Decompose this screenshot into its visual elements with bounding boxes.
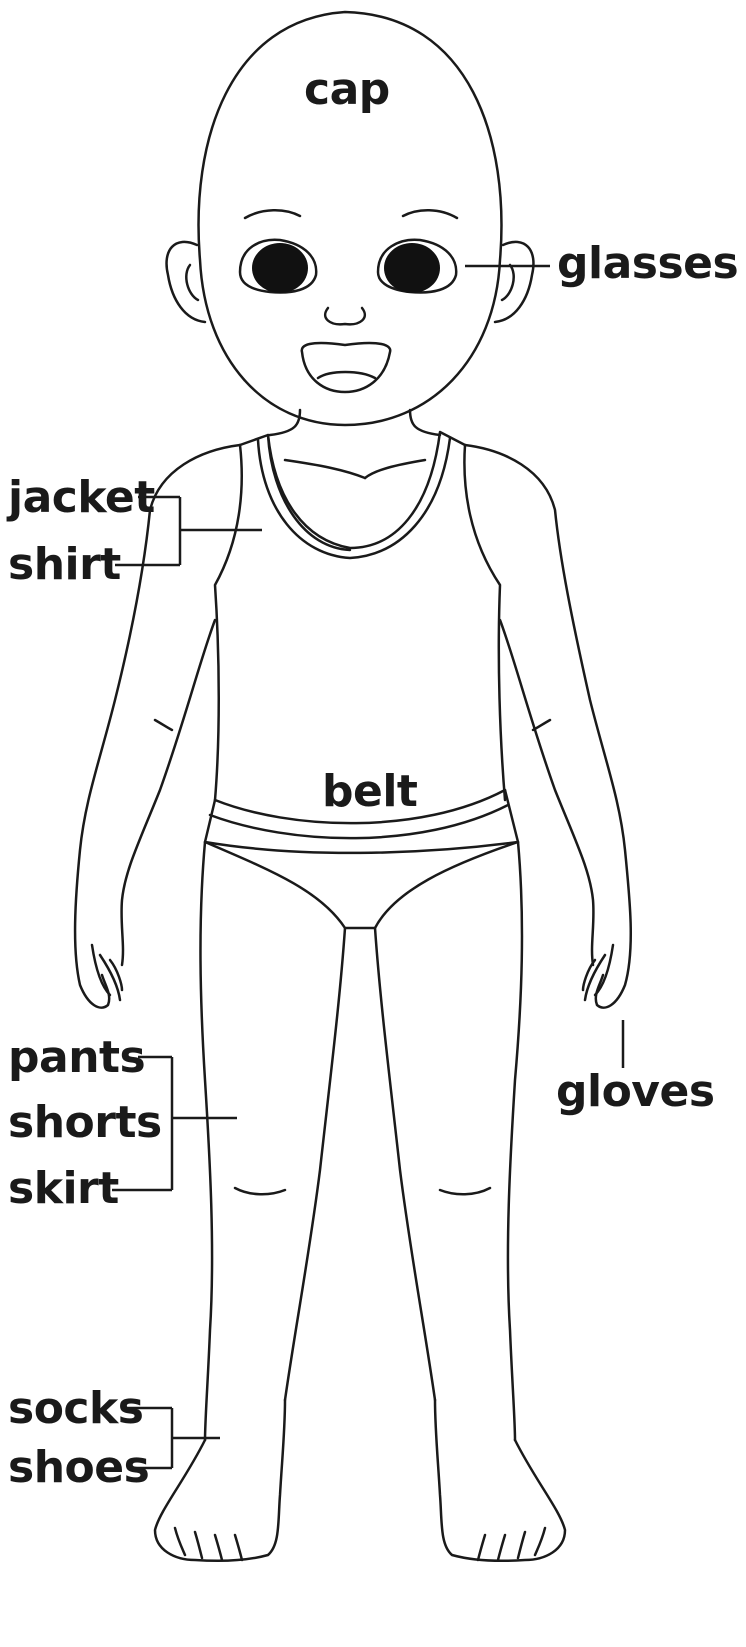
label-shirt: shirt bbox=[8, 543, 121, 587]
label-gloves: gloves bbox=[556, 1070, 715, 1114]
label-cap: cap bbox=[304, 68, 390, 112]
label-skirt: skirt bbox=[8, 1167, 119, 1211]
nose-and-mouth bbox=[302, 308, 390, 392]
label-glasses: glasses bbox=[557, 242, 738, 286]
label-socks: socks bbox=[8, 1387, 143, 1431]
leader-lines bbox=[112, 266, 623, 1468]
feet bbox=[155, 1400, 565, 1561]
legs bbox=[200, 842, 522, 1440]
label-pants: pants bbox=[8, 1036, 145, 1080]
label-shorts: shorts bbox=[8, 1101, 162, 1145]
label-shoes: shoes bbox=[8, 1446, 149, 1490]
label-jacket: jacket bbox=[8, 476, 155, 520]
eyes bbox=[240, 240, 456, 293]
torso bbox=[215, 410, 505, 800]
arms bbox=[75, 445, 631, 1008]
label-belt: belt bbox=[322, 770, 417, 814]
